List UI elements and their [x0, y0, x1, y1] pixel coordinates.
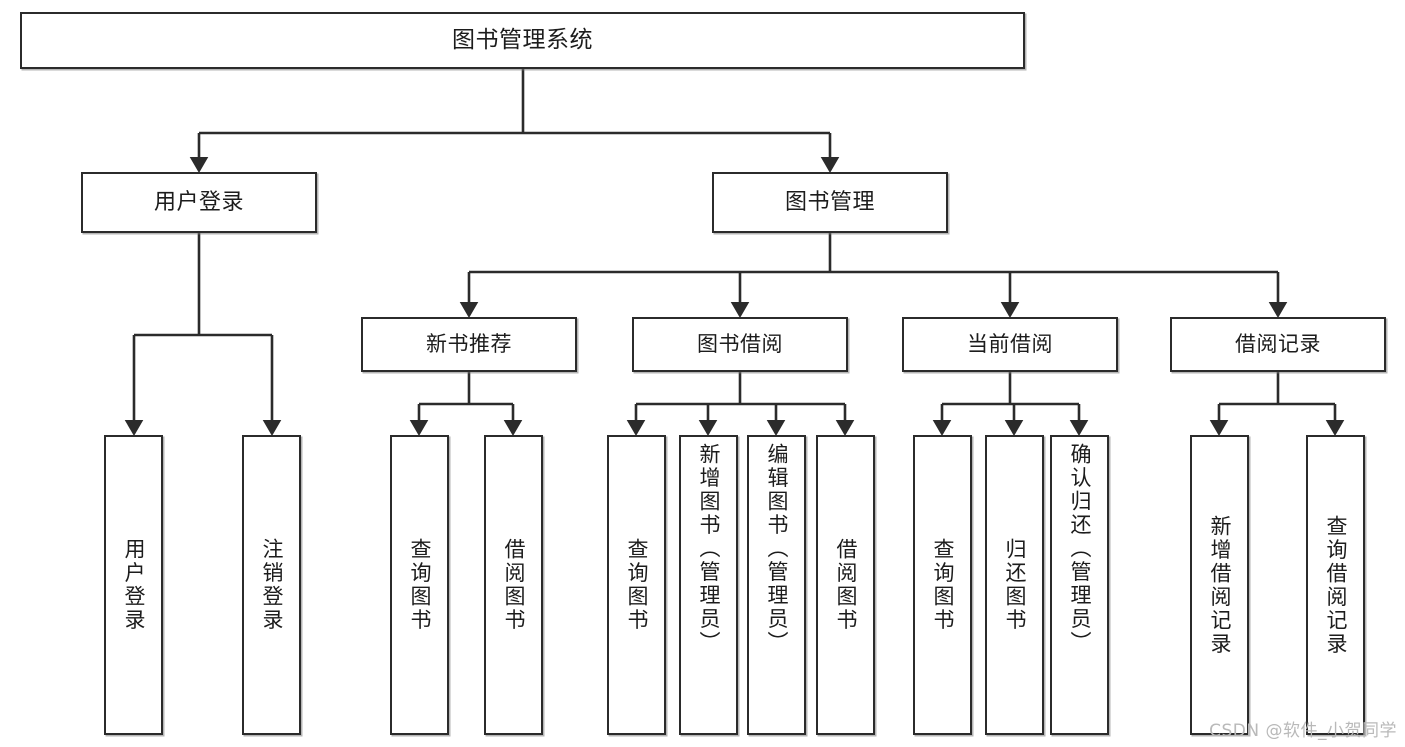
- node-label: 图书借阅: [697, 332, 783, 357]
- node-label: 图书管理系统: [452, 26, 593, 53]
- node-label: 用户登录: [122, 538, 147, 632]
- node-label: 查询图书: [625, 538, 650, 632]
- node-user-login[interactable]: 用户登录: [81, 172, 317, 233]
- node-book-borrow[interactable]: 图书借阅: [632, 317, 848, 372]
- node-root-book-management-system[interactable]: 图书管理系统: [20, 12, 1025, 69]
- leaf-user-login[interactable]: 用户登录: [104, 435, 163, 735]
- node-book-management[interactable]: 图书管理: [712, 172, 948, 233]
- leaf-return-book[interactable]: 归还图书: [985, 435, 1044, 735]
- node-label: 确认归还（管理员）: [1068, 443, 1093, 655]
- node-label: 查询图书: [408, 538, 433, 632]
- leaf-borrow-book-new-recommend[interactable]: 借阅图书: [484, 435, 543, 735]
- node-label: 查询图书: [931, 538, 956, 632]
- watermark-text: CSDN @软件_小贺同学: [1209, 721, 1397, 741]
- node-label: 查询借阅记录: [1324, 514, 1349, 656]
- leaf-logout[interactable]: 注销登录: [242, 435, 301, 735]
- node-new-book-recommend[interactable]: 新书推荐: [361, 317, 577, 372]
- node-label: 当前借阅: [967, 332, 1053, 357]
- leaf-confirm-return-admin[interactable]: 确认归还（管理员）: [1050, 435, 1109, 735]
- node-borrow-record[interactable]: 借阅记录: [1170, 317, 1386, 372]
- node-label: 借阅图书: [502, 538, 527, 632]
- node-label: 图书管理: [784, 189, 875, 215]
- node-label: 新书推荐: [426, 332, 512, 357]
- node-label: 借阅图书: [834, 538, 859, 632]
- leaf-add-book-admin[interactable]: 新增图书（管理员）: [679, 435, 738, 735]
- node-label: 归还图书: [1003, 538, 1028, 632]
- node-label: 借阅记录: [1235, 332, 1321, 357]
- leaf-edit-book-admin[interactable]: 编辑图书（管理员）: [747, 435, 806, 735]
- node-label: 新增图书（管理员）: [697, 443, 722, 655]
- node-label: 注销登录: [260, 538, 285, 632]
- node-label: 用户登录: [153, 189, 244, 215]
- node-label: 编辑图书（管理员）: [765, 443, 790, 655]
- leaf-add-borrow-record[interactable]: 新增借阅记录: [1190, 435, 1249, 735]
- leaf-query-book-new-recommend[interactable]: 查询图书: [390, 435, 449, 735]
- leaf-query-borrow-record[interactable]: 查询借阅记录: [1306, 435, 1365, 735]
- leaf-query-book-borrow[interactable]: 查询图书: [607, 435, 666, 735]
- leaf-query-book-current[interactable]: 查询图书: [913, 435, 972, 735]
- node-current-borrow[interactable]: 当前借阅: [902, 317, 1118, 372]
- leaf-borrow-book[interactable]: 借阅图书: [816, 435, 875, 735]
- node-label: 新增借阅记录: [1208, 514, 1233, 656]
